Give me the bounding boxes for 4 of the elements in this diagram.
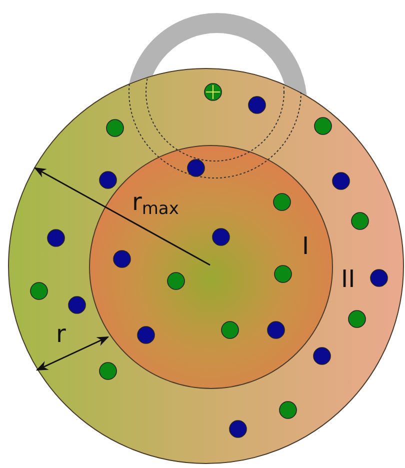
region-label: I bbox=[302, 234, 310, 258]
dimension-label: r bbox=[56, 322, 66, 346]
region-label: II bbox=[341, 267, 356, 291]
dimension-label: r$_{max}$ bbox=[132, 190, 179, 218]
